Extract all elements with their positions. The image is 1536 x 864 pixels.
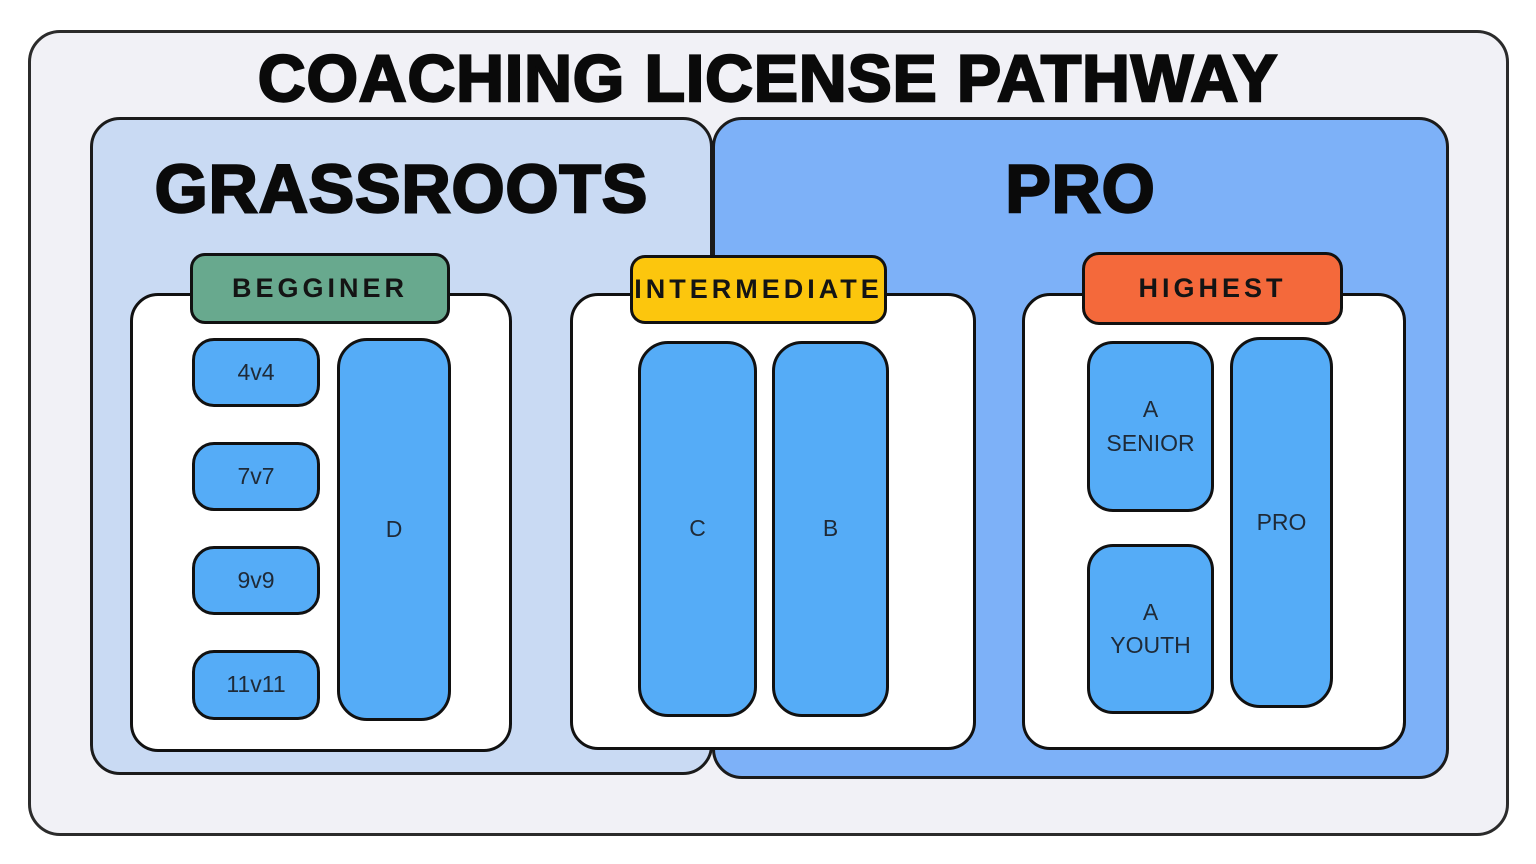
license-box-d: D — [337, 338, 451, 721]
license-box-a-youth: A YOUTH — [1087, 544, 1214, 714]
panel-begginer: 4v4 7v7 9v9 11v11 D — [130, 293, 512, 752]
grassroots-heading: GRASSROOTS — [153, 151, 649, 227]
badge-highest: HIGHEST — [1082, 252, 1343, 325]
license-box-11v11: 11v11 — [192, 650, 320, 720]
page-title: COACHING LICENSE PATHWAY — [257, 41, 1279, 115]
license-box-4v4: 4v4 — [192, 338, 320, 407]
license-box-7v7: 7v7 — [192, 442, 320, 511]
license-box-b: B — [772, 341, 889, 717]
license-box-c: C — [638, 341, 757, 717]
badge-begginer: BEGGINER — [190, 253, 450, 324]
pro-heading: PRO — [1004, 151, 1156, 227]
panel-highest: A SENIOR A YOUTH PRO — [1022, 293, 1406, 750]
license-box-9v9: 9v9 — [192, 546, 320, 615]
panel-intermediate: C B — [570, 293, 976, 750]
license-box-pro: PRO — [1230, 337, 1333, 708]
badge-intermediate: INTERMEDIATE — [630, 255, 887, 324]
license-box-a-senior: A SENIOR — [1087, 341, 1214, 512]
